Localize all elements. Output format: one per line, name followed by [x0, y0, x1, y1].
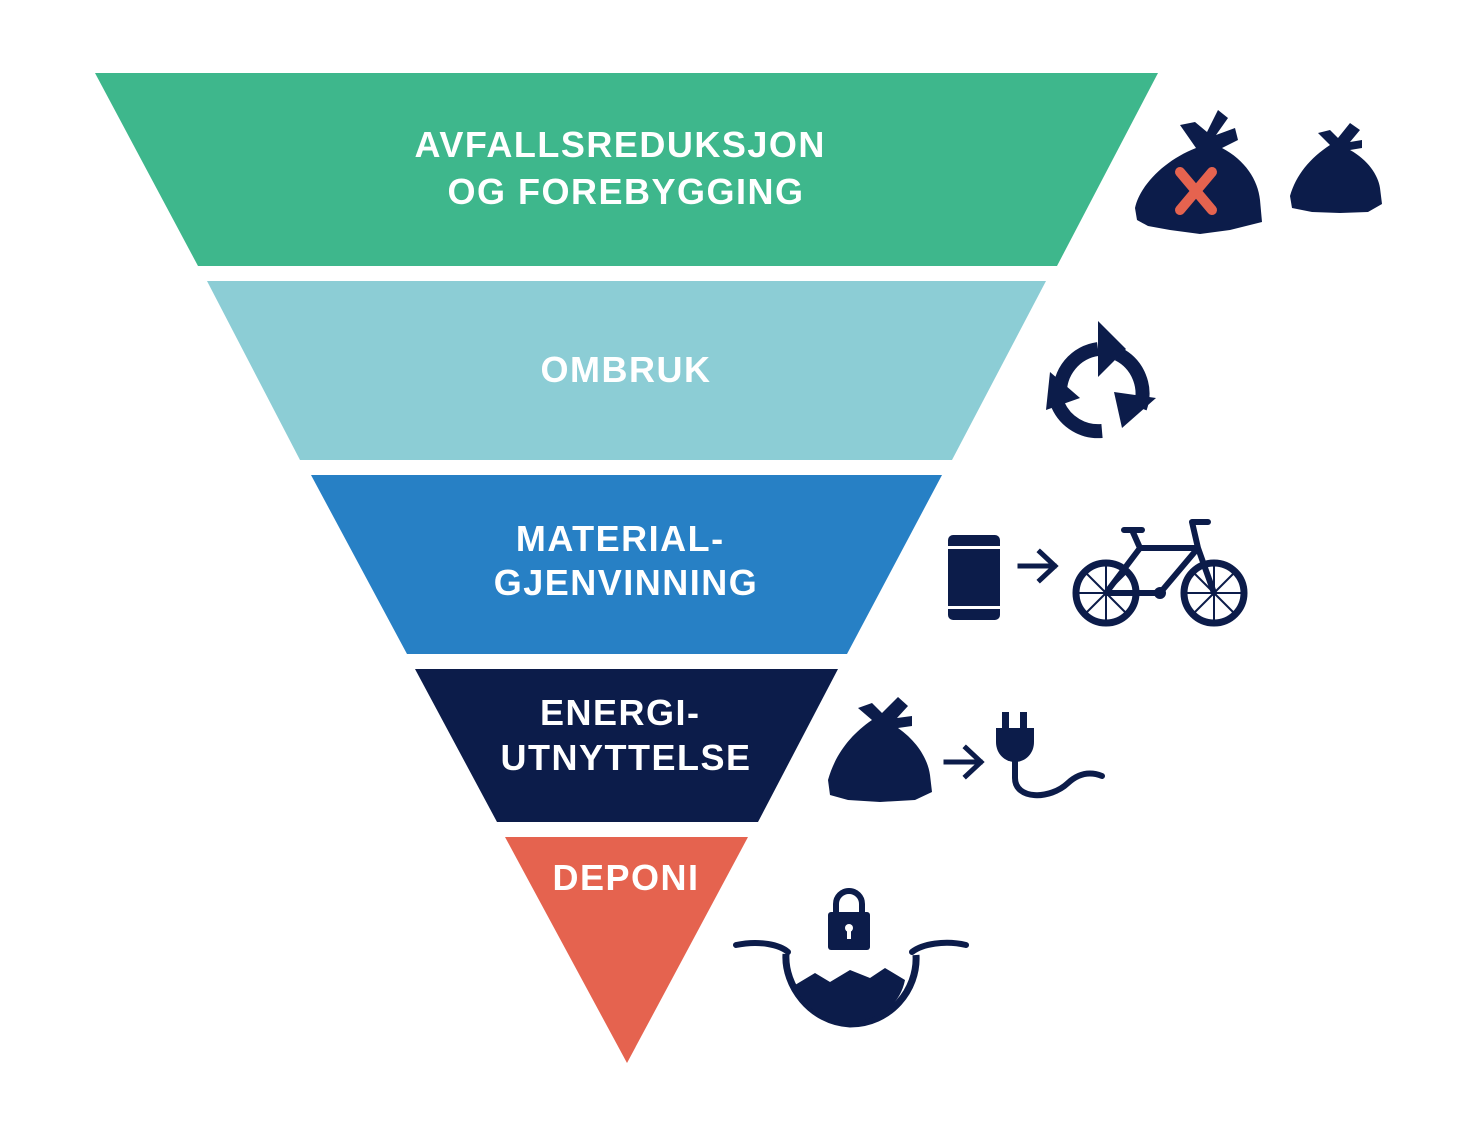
tier-material-recycling-band: [311, 475, 942, 654]
tier-reuse: OMBRUK: [207, 281, 1046, 460]
tier-reuse-band: [207, 281, 1046, 460]
crossed-trash-bag-icon: [1135, 110, 1262, 234]
can-icon: [948, 535, 1000, 620]
tier-material-recycling-label: MATERIAL- GJENVINNING: [494, 518, 759, 603]
tier-landfill-band: [505, 837, 748, 1063]
tier-material-recycling: MATERIAL- GJENVINNING: [311, 475, 942, 654]
trash-bag-icon: [828, 697, 932, 802]
reuse-cycle-icon: [1046, 321, 1156, 439]
tier-energy-recovery-band: [415, 669, 838, 822]
locked-landfill-icon: [733, 888, 969, 1028]
tier-waste-reduction: AVFALLSREDUKSJON OG FOREBYGGING: [95, 73, 1158, 266]
arrow-right-icon: [1017, 548, 1059, 584]
tier-waste-reduction-label: AVFALLSREDUKSJON OG FOREBYGGING: [415, 124, 838, 212]
arrow-right-icon: [943, 744, 985, 780]
tier-waste-reduction-band: [95, 73, 1158, 266]
power-plug-icon: [996, 712, 1105, 799]
tier-energy-recovery-label: ENERGI- UTNYTTELSE: [500, 692, 751, 778]
tier-landfill: DEPONI: [505, 837, 748, 1063]
trash-bag-icon: [1290, 123, 1382, 213]
tier-energy-recovery: ENERGI- UTNYTTELSE: [415, 669, 838, 822]
tier-landfill-label: DEPONI: [552, 857, 699, 898]
bicycle-icon: [1072, 519, 1248, 627]
tier-reuse-label: OMBRUK: [541, 349, 712, 390]
